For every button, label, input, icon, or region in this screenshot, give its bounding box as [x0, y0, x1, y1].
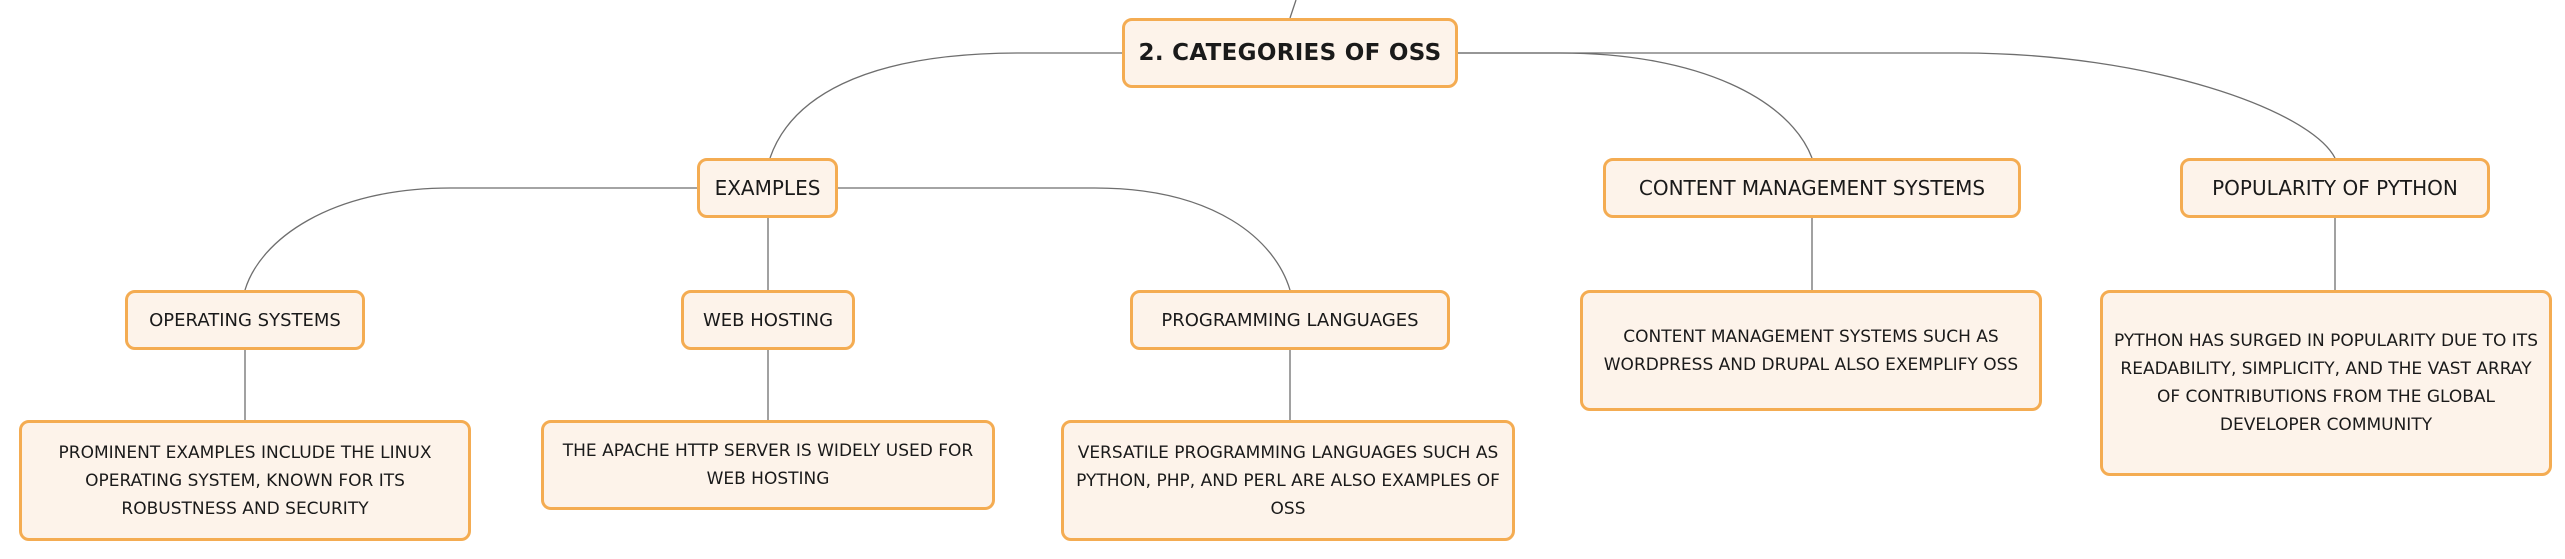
node-operating-systems-label: OPERATING SYSTEMS	[149, 309, 341, 331]
node-examples-label: EXAMPLES	[714, 176, 821, 200]
node-operating-systems[interactable]: OPERATING SYSTEMS	[125, 290, 365, 350]
node-operating-systems-detail[interactable]: PROMINENT EXAMPLES INCLUDE THE LINUX OPE…	[19, 420, 471, 541]
node-web-hosting-detail[interactable]: THE APACHE HTTP SERVER IS WIDELY USED FO…	[541, 420, 995, 510]
connector-examples-os	[244, 187, 697, 291]
connector-root-examples	[769, 52, 1122, 159]
node-examples[interactable]: EXAMPLES	[697, 158, 838, 218]
node-cms-detail-text: CONTENT MANAGEMENT SYSTEMS SUCH AS WORDP…	[1603, 326, 2019, 375]
node-operating-systems-detail-text: PROMINENT EXAMPLES INCLUDE THE LINUX OPE…	[58, 442, 432, 519]
node-python[interactable]: POPULARITY OF PYTHON	[2180, 158, 2490, 218]
node-web-hosting-detail-text: THE APACHE HTTP SERVER IS WIDELY USED FO…	[562, 441, 974, 489]
connector-root-python	[1458, 52, 2336, 159]
node-web-hosting[interactable]: WEB HOSTING	[681, 290, 855, 350]
node-cms-detail[interactable]: CONTENT MANAGEMENT SYSTEMS SUCH AS WORDP…	[1580, 290, 2042, 411]
connector-parent-root	[1289, 0, 1297, 19]
node-python-detail-text: PYTHON HAS SURGED IN POPULARITY DUE TO I…	[2114, 331, 2538, 435]
node-programming-languages-detail-text: VERSATILE PROGRAMMING LANGUAGES SUCH AS …	[1076, 442, 1500, 519]
node-programming-languages-detail[interactable]: VERSATILE PROGRAMMING LANGUAGES SUCH AS …	[1061, 420, 1515, 541]
node-root[interactable]: 2. CATEGORIES OF OSS	[1122, 18, 1458, 88]
node-python-detail[interactable]: PYTHON HAS SURGED IN POPULARITY DUE TO I…	[2100, 290, 2552, 476]
node-cms-label: CONTENT MANAGEMENT SYSTEMS	[1638, 176, 1986, 200]
connector-root-cms	[1458, 52, 1813, 159]
node-python-label: POPULARITY OF PYTHON	[2212, 176, 2458, 200]
node-cms[interactable]: CONTENT MANAGEMENT SYSTEMS	[1603, 158, 2021, 218]
node-root-label: 2. CATEGORIES OF OSS	[1138, 40, 1442, 66]
node-programming-languages-label: PROGRAMMING LANGUAGES	[1161, 309, 1419, 331]
connector-examples-proglang	[838, 187, 1291, 291]
node-web-hosting-label: WEB HOSTING	[702, 309, 834, 331]
node-programming-languages[interactable]: PROGRAMMING LANGUAGES	[1130, 290, 1450, 350]
